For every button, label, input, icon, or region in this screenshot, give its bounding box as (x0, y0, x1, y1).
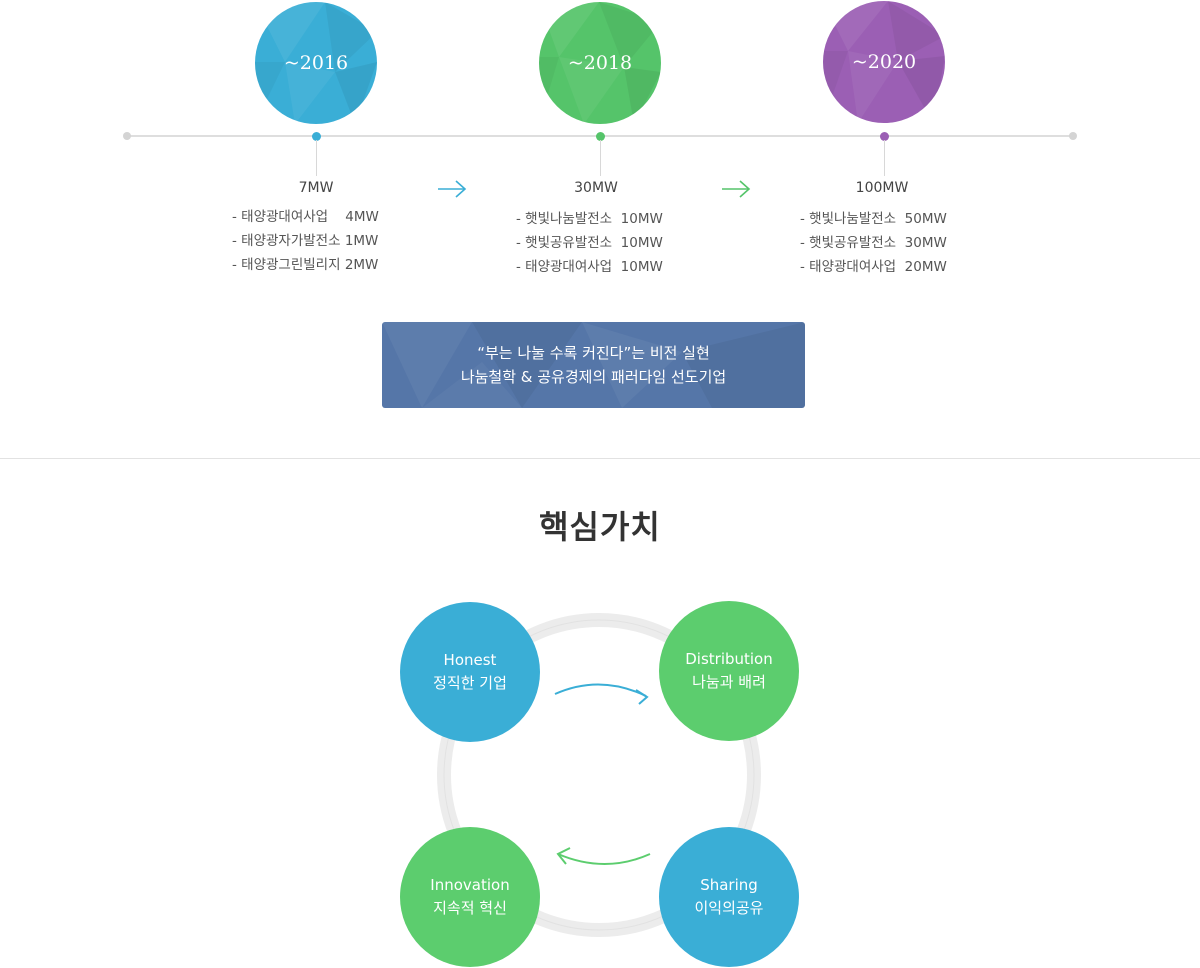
year-circle-2020: ~2020 (823, 1, 945, 123)
stage-item: - 태양광자가발전소 1MW (232, 233, 379, 249)
facet-pattern-icon (539, 2, 661, 124)
section-title: 핵심가치 (539, 508, 661, 546)
timeline-dot-2018 (595, 131, 605, 141)
value-circle-sharing: Sharing 이익의공유 (659, 827, 799, 967)
curved-arrow-right-icon (554, 683, 649, 705)
facet-pattern-icon (255, 2, 377, 124)
stage-item: - 태양광대여사업 10MW (516, 259, 663, 275)
timeline-dot-2016 (311, 131, 321, 141)
year-label: ~2016 (283, 52, 349, 74)
arrow-right-icon (722, 180, 751, 198)
curved-arrow-left-icon (556, 847, 651, 865)
value-ko: 이익의공유 (694, 899, 764, 917)
year-label: ~2018 (567, 52, 633, 74)
stage-total: 30MW (574, 180, 618, 196)
stage-total: 7MW (298, 180, 334, 196)
value-en: Honest (443, 651, 497, 669)
stage-items-2018: - 햇빛나눔발전소 10MW - 햇빛공유발전소 10MW - 태양광대여사업 … (516, 207, 663, 279)
timeline-end-dot (1069, 132, 1077, 140)
vision-line-1: “부는 나눌 수록 커진다”는 비전 실현 (477, 344, 710, 362)
stage-items-2016: - 태양광대여사업 4MW - 태양광자가발전소 1MW - 태양광그린빌리지 … (232, 205, 379, 277)
stage-item: - 햇빛공유발전소 10MW (516, 235, 663, 251)
stage-item: - 태양광대여사업 20MW (800, 259, 947, 275)
value-ko: 나눔과 배려 (692, 673, 766, 691)
cycle-ring (437, 613, 761, 937)
stage-item: - 햇빛나눔발전소 10MW (516, 211, 663, 227)
value-circle-distribution: Distribution 나눔과 배려 (659, 601, 799, 741)
year-circle-2016: ~2016 (255, 2, 377, 124)
timeline-start-dot (123, 132, 131, 140)
stage-item: - 태양광대여사업 4MW (232, 209, 379, 225)
arrow-right-icon (438, 180, 467, 198)
facet-pattern-icon (382, 322, 805, 408)
value-ko: 정직한 기업 (433, 674, 507, 692)
value-en: Distribution (685, 650, 773, 668)
stage-items-2020: - 햇빛나눔발전소 50MW - 햇빛공유발전소 30MW - 태양광대여사업 … (800, 207, 947, 279)
section-divider (0, 458, 1200, 459)
value-ko: 지속적 혁신 (433, 899, 507, 917)
value-en: Innovation (430, 876, 510, 894)
stage-total: 100MW (855, 180, 909, 196)
value-circle-honest: Honest 정직한 기업 (400, 602, 540, 742)
facet-pattern-icon (823, 1, 945, 123)
vision-banner: “부는 나눌 수록 커진다”는 비전 실현 나눔철학 & 공유경제의 패러다임 … (382, 322, 805, 408)
timeline-stem (599, 140, 601, 176)
vision-line-2: 나눔철학 & 공유경제의 패러다임 선도기업 (460, 368, 727, 386)
stage-item: - 햇빛공유발전소 30MW (800, 235, 947, 251)
year-circle-2018: ~2018 (539, 2, 661, 124)
value-circle-innovation: Innovation 지속적 혁신 (400, 827, 540, 967)
value-en: Sharing (700, 876, 758, 894)
year-label: ~2020 (851, 51, 917, 73)
stage-item: - 태양광그린빌리지 2MW (232, 257, 379, 273)
stage-item: - 햇빛나눔발전소 50MW (800, 211, 947, 227)
timeline-dot-2020 (879, 131, 889, 141)
timeline-stem (883, 140, 885, 176)
timeline-stem (315, 140, 317, 176)
